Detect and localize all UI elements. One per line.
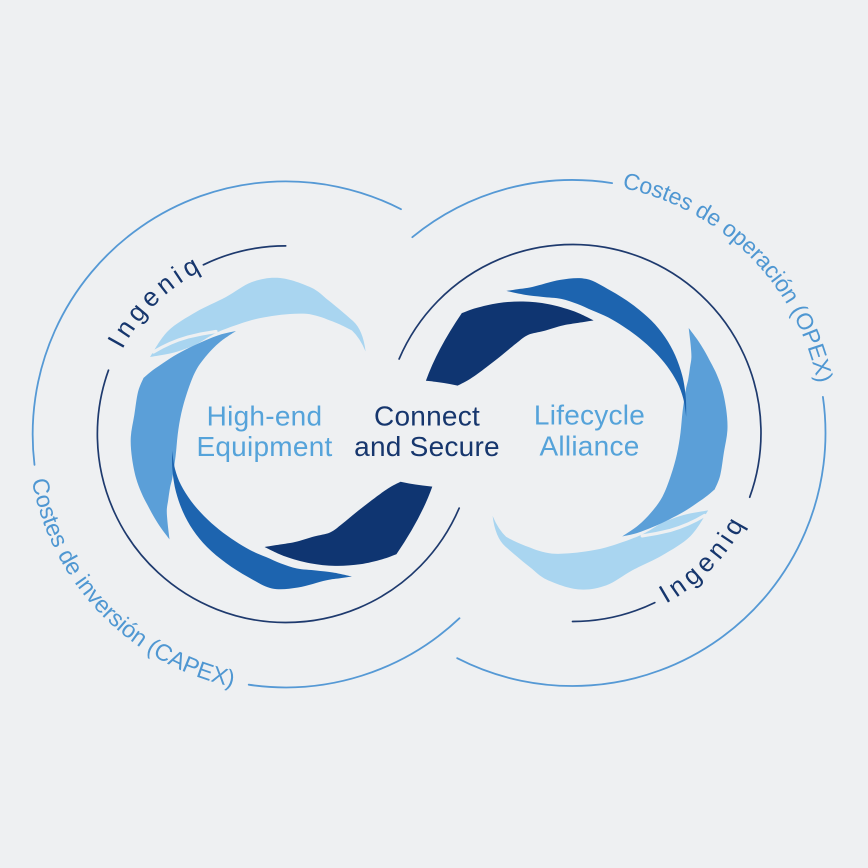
svg-text:Lifecycle: Lifecycle xyxy=(534,399,645,430)
svg-text:Connect: Connect xyxy=(374,400,480,431)
svg-text:Equipment: Equipment xyxy=(196,431,332,462)
svg-text:High-end: High-end xyxy=(207,400,323,431)
svg-text:Alliance: Alliance xyxy=(539,430,639,461)
svg-text:and Secure: and Secure xyxy=(354,431,500,462)
